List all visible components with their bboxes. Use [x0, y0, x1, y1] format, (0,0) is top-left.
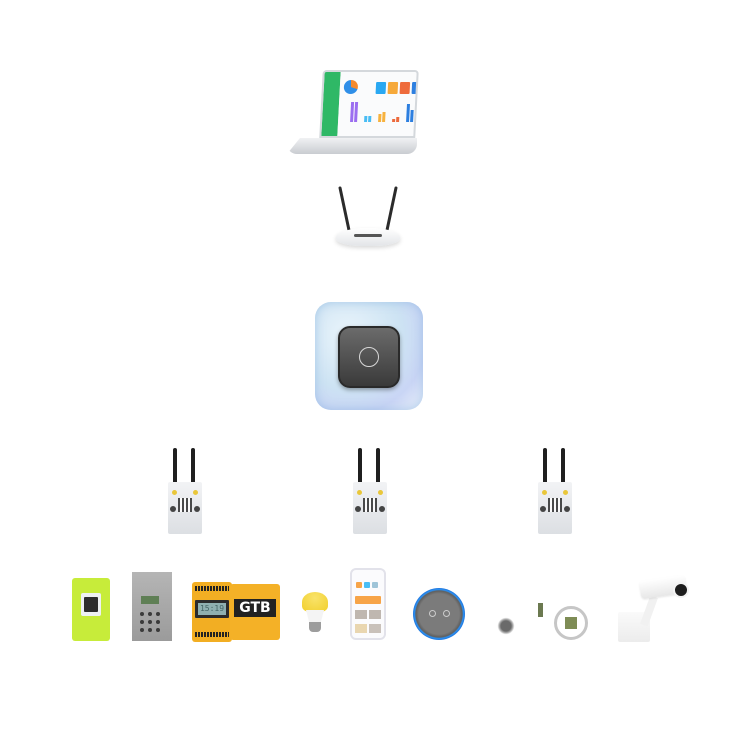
gateway-2	[353, 448, 387, 534]
chart-bar	[364, 116, 368, 122]
central-hub	[338, 326, 400, 388]
stat-tile	[387, 82, 399, 94]
router-antenna	[385, 186, 398, 232]
router-antenna	[338, 186, 351, 232]
chart-bar	[354, 102, 359, 122]
smart-bulb-body	[306, 610, 324, 624]
smart-bulb	[302, 592, 328, 612]
chart-bar	[392, 119, 396, 122]
chart-bar	[368, 116, 372, 122]
camera-lens-icon	[673, 582, 689, 598]
mute-button-icon	[429, 610, 436, 617]
chart-bar	[396, 117, 400, 122]
laptop-dashboard	[319, 70, 419, 138]
fingerprint-reader	[72, 578, 110, 641]
qr-code-icon	[548, 498, 562, 512]
motion-sensor	[494, 614, 518, 638]
chart-bar	[382, 112, 386, 122]
pie-chart-icon	[343, 80, 359, 94]
stat-tile	[399, 82, 411, 94]
fingerprint-icon	[84, 597, 98, 612]
laptop-base	[287, 138, 417, 154]
app-hero-card	[355, 596, 381, 604]
stat-tile	[411, 82, 419, 94]
camera-arm	[640, 595, 658, 627]
chart-bar	[410, 110, 414, 122]
door-intercom-keypad	[132, 572, 172, 641]
dashboard-main	[337, 72, 419, 136]
qr-code-icon	[178, 498, 192, 512]
stat-tile	[375, 82, 387, 94]
smart-bulb-base	[309, 622, 321, 632]
smart-button-sensor	[554, 606, 588, 640]
chart-bar	[378, 114, 382, 122]
gateway-3	[538, 448, 572, 534]
gateway-1	[168, 448, 202, 534]
door-sensor	[538, 603, 543, 617]
action-button-icon	[443, 610, 450, 617]
plc-controller: 15:19	[192, 582, 232, 642]
smart-speaker	[413, 588, 465, 640]
smartphone-app	[350, 568, 386, 640]
gtb-module: GTB	[230, 584, 280, 640]
qr-code-icon	[363, 498, 377, 512]
hub-button-icon	[359, 347, 379, 367]
wifi-router	[336, 228, 400, 246]
gtb-label: GTB	[234, 599, 276, 617]
